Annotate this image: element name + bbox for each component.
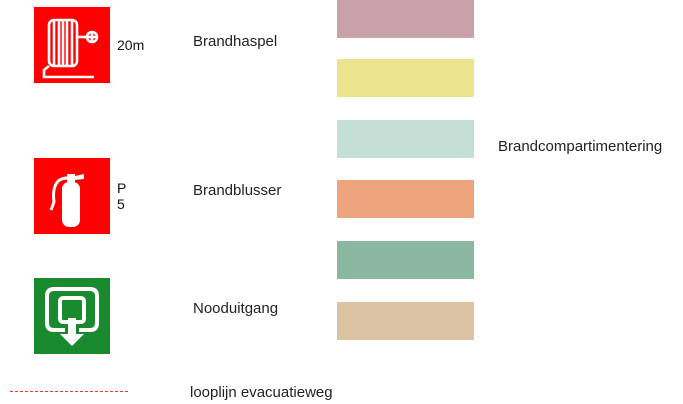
compartment-label: Brandcompartimentering xyxy=(498,138,663,155)
fire-hose-reel-icon xyxy=(34,7,110,83)
compartment-swatch-2 xyxy=(337,59,474,97)
fire-hose-label: Brandhaspel xyxy=(193,33,278,50)
compartment-swatch-5 xyxy=(337,241,474,279)
extinguisher-label: Brandblusser xyxy=(193,182,282,199)
emergency-exit-sign xyxy=(34,278,110,354)
escape-route-label: looplijn evacuatieweg xyxy=(190,384,333,401)
fire-extinguisher-sign xyxy=(34,158,110,234)
compartment-swatch-4 xyxy=(337,180,474,218)
extinguisher-size: 5 xyxy=(117,196,125,212)
extinguisher-type: P xyxy=(117,180,127,196)
compartment-swatch-6 xyxy=(337,302,474,340)
emergency-exit-icon xyxy=(34,278,110,354)
fire-hose-length: 20m xyxy=(117,37,145,53)
fire-extinguisher-icon xyxy=(34,158,110,234)
escape-route-line xyxy=(10,391,128,392)
compartment-swatch-3 xyxy=(337,120,474,158)
emergency-exit-label: Nooduitgang xyxy=(193,300,279,317)
fire-hose-reel-sign xyxy=(34,7,110,83)
compartment-swatch-1 xyxy=(337,0,474,38)
